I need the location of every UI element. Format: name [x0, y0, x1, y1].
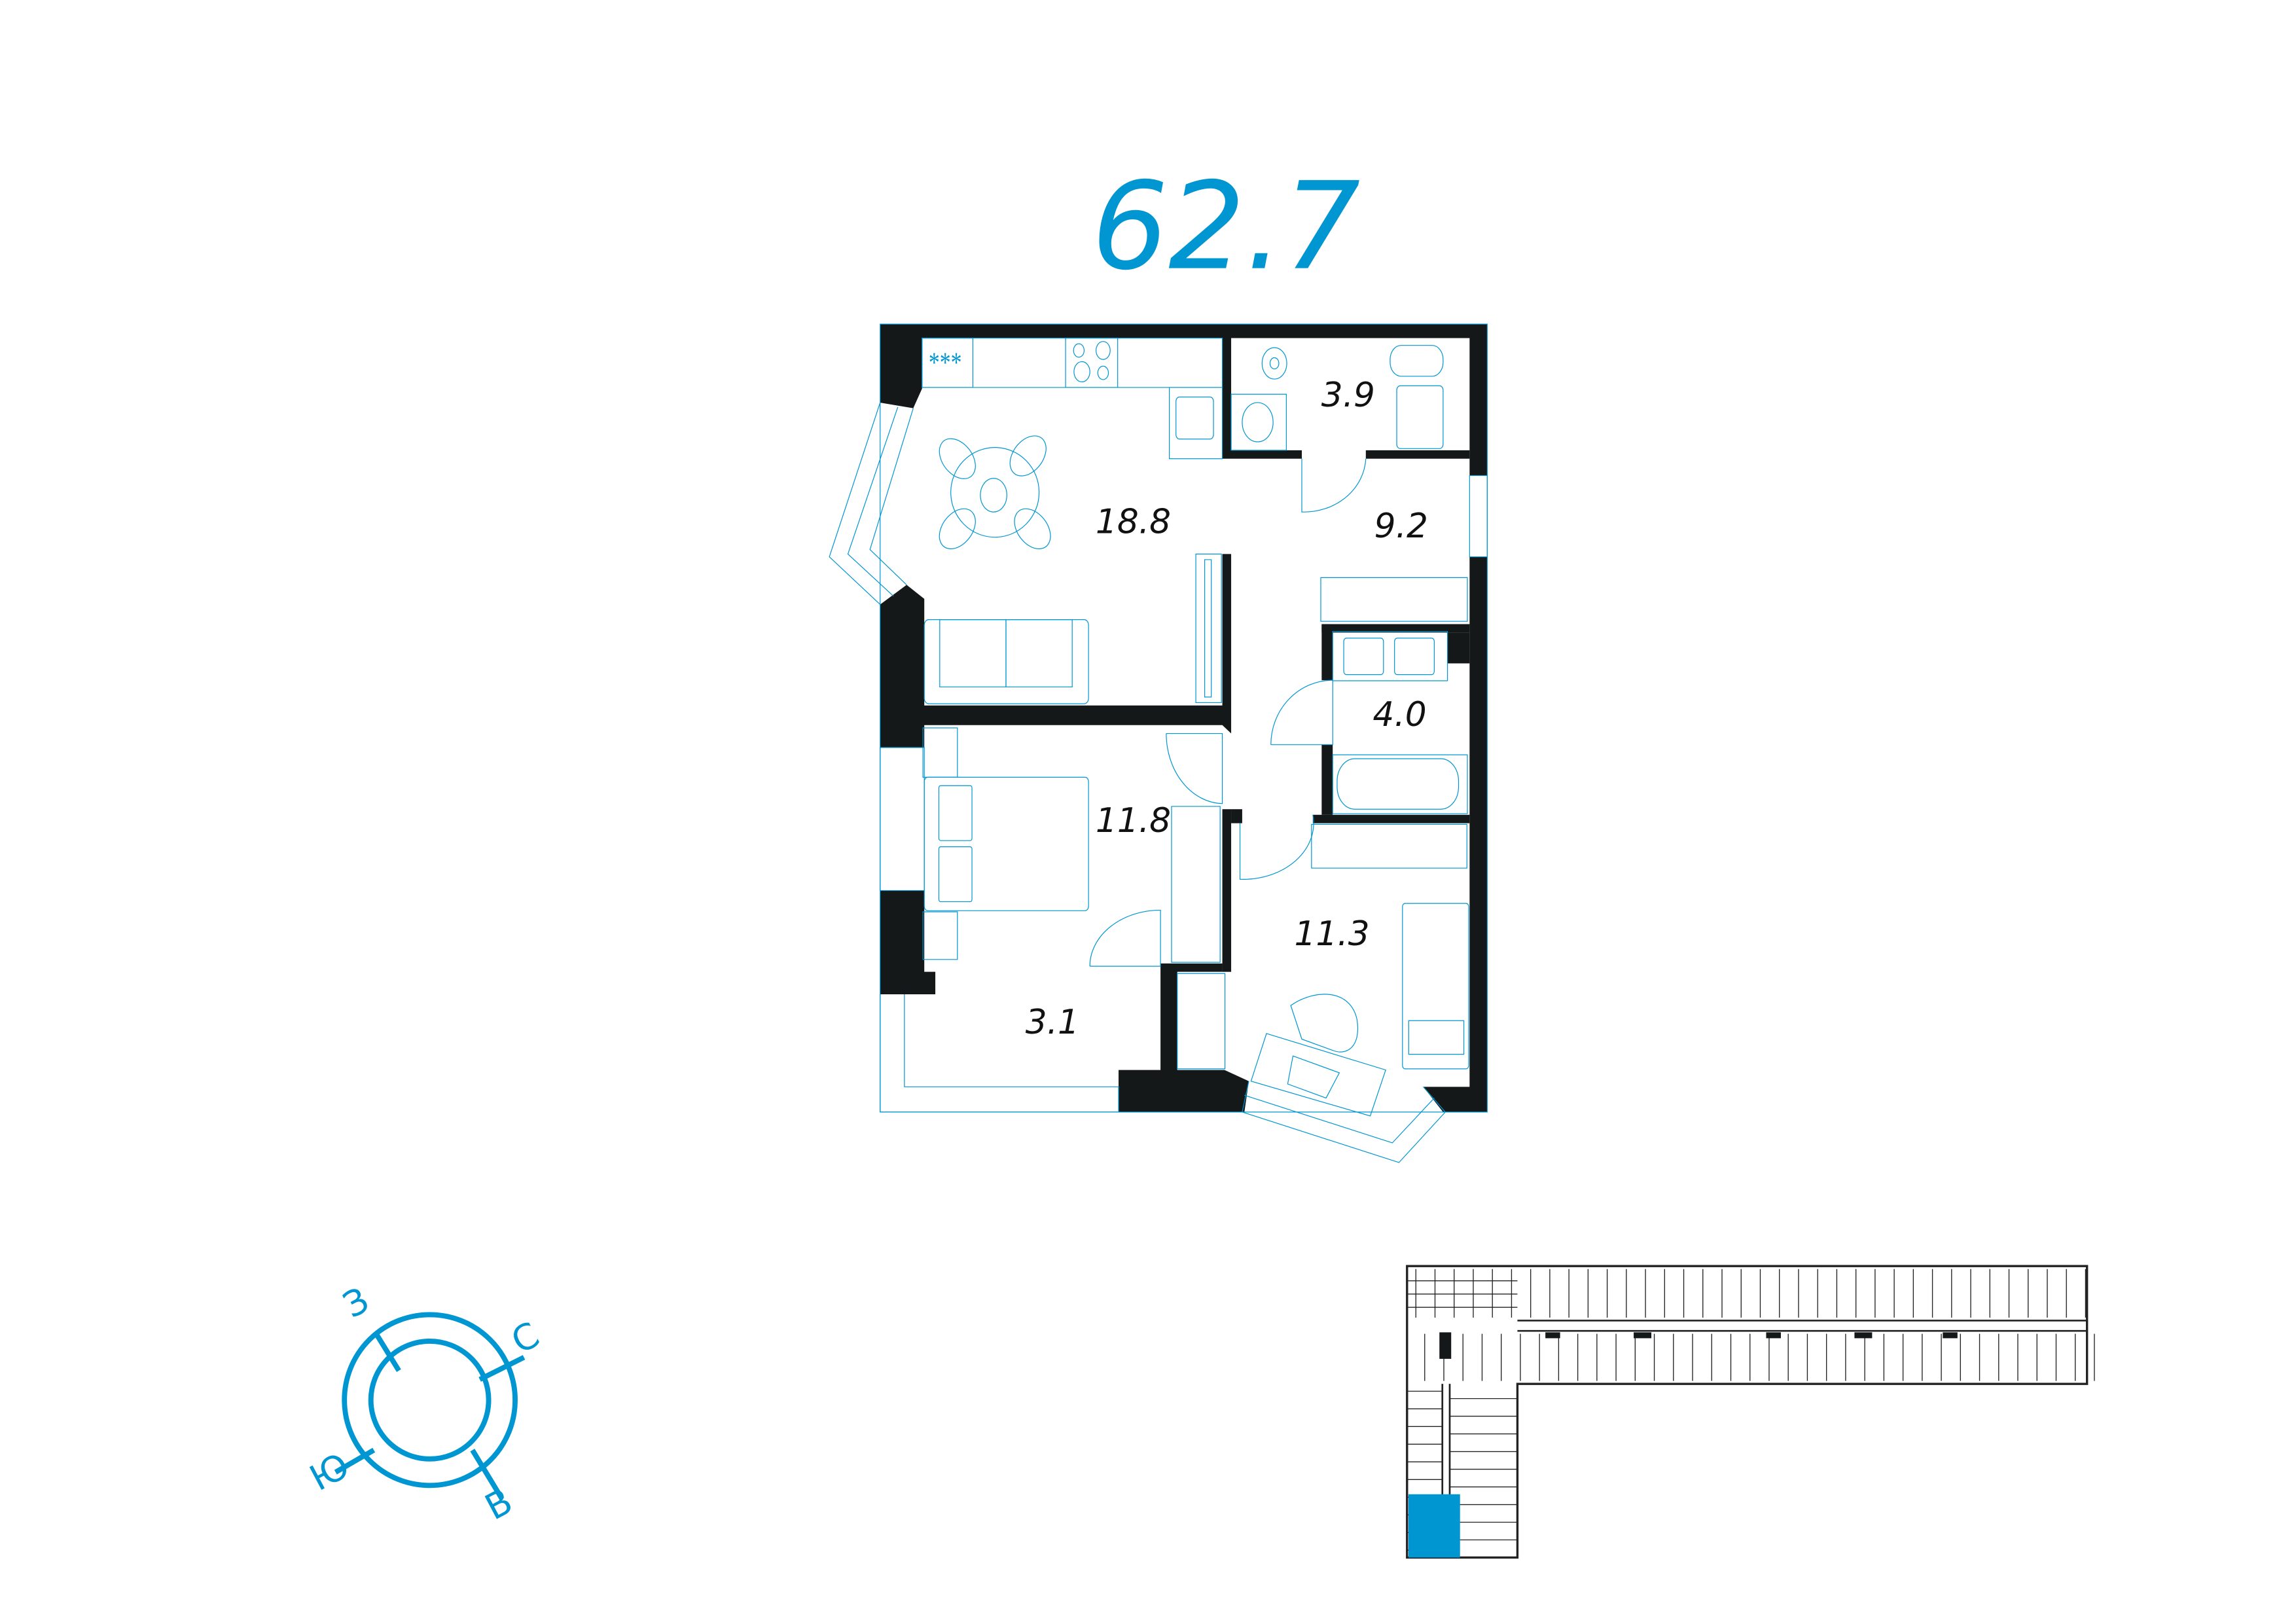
door-bedroom-2: [1240, 815, 1314, 880]
wall-right: [1423, 556, 1488, 1112]
wardrobe-hall: [1321, 577, 1467, 621]
wall-left-middle: [880, 554, 1232, 748]
key-plan-wall: [1766, 1332, 1781, 1339]
wardrobe-bedroom-2: [1312, 824, 1467, 868]
highlighted-apartment: [1408, 1494, 1460, 1558]
area-bathroom: 4.0: [1372, 695, 1426, 734]
building-key-plan: [1406, 1265, 2095, 1559]
washing-machine-icon: [1231, 394, 1286, 450]
key-plan-wall: [1854, 1332, 1873, 1339]
door-bath: [1271, 680, 1333, 745]
window-right: [1469, 475, 1487, 556]
door-bedroom: [1166, 734, 1223, 804]
compass-south: Ю: [303, 1445, 356, 1499]
wall-bottom: [1119, 963, 1249, 1112]
compass-north: С: [505, 1314, 546, 1362]
single-bed-icon: [1403, 903, 1469, 1069]
sink-icon: [1397, 386, 1443, 448]
window-bay-bottom: [1242, 1081, 1445, 1163]
shelf-icon: [1177, 973, 1225, 1069]
door-bath-small: [1302, 459, 1366, 512]
fridge-icon: ***: [929, 348, 962, 378]
bed-icon: [924, 777, 1088, 911]
area-balcony: 3.1: [1026, 1003, 1079, 1042]
apartment-plan: ***: [829, 324, 1487, 1163]
tv-stand-icon: [1196, 554, 1221, 702]
compass: З С Ю В: [303, 1279, 546, 1528]
plant-icon: [1262, 348, 1287, 379]
compass-east: В: [478, 1481, 519, 1528]
bathtub-icon: [1333, 755, 1467, 814]
desk-icon: [1251, 1034, 1386, 1116]
kitchen-counter: [922, 338, 1223, 388]
area-bedroom: 11.8: [1096, 801, 1171, 840]
window-bay-left: [829, 403, 880, 604]
wardrobe-bedroom: [1172, 806, 1220, 962]
double-sink-icon: [1333, 632, 1447, 681]
total-area: 62.7: [1092, 157, 1361, 297]
compass-west: З: [336, 1279, 376, 1326]
wall-bath-small: [1222, 338, 1302, 459]
area-bedroom-2: 11.3: [1295, 914, 1370, 954]
chair-icon: [1291, 994, 1357, 1052]
key-plan-wall: [1545, 1332, 1560, 1339]
sofa-icon: [924, 620, 1088, 704]
dining-table-icon: [951, 448, 1039, 537]
balcony-glazing: [880, 994, 1119, 1112]
door-balcony: [1090, 910, 1160, 966]
toilet-icon: [1390, 346, 1443, 376]
key-plan-wall: [1943, 1332, 1958, 1339]
key-plan-wall: [1439, 1332, 1452, 1359]
area-bathroom-small: 3.9: [1321, 376, 1375, 415]
area-kitchen-living: 18.8: [1096, 502, 1171, 541]
laptop-icon: [1287, 1056, 1339, 1098]
kitchen-sink-icon: [1176, 397, 1213, 439]
stove-icon: [1066, 338, 1118, 388]
wall-left-lower: [880, 890, 936, 994]
area-hallway: 9.2: [1374, 507, 1428, 546]
window-bedroom: [880, 748, 924, 890]
key-plan-wall: [1634, 1332, 1652, 1339]
